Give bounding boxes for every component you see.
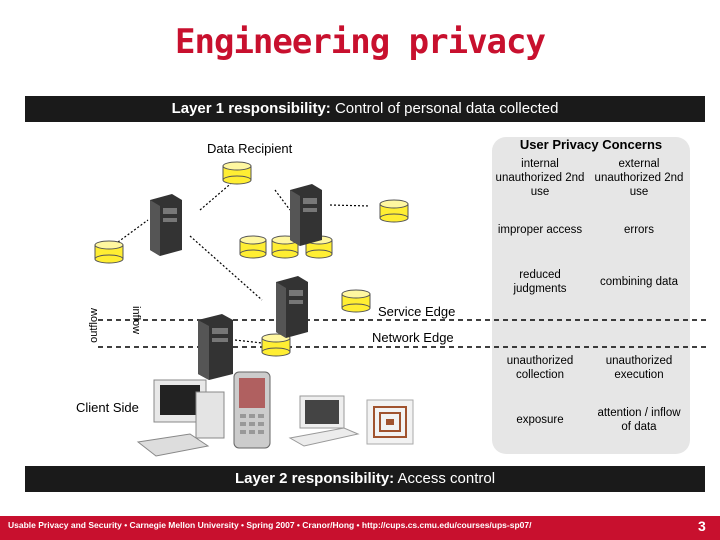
- concern-exposure: exposure: [516, 414, 564, 426]
- service-edge-label: Service Edge: [378, 304, 456, 319]
- concern-external-2nd-use: external unauthorized 2nd use: [594, 158, 684, 198]
- footer-bar: [0, 516, 720, 540]
- inflow-label: inflow: [130, 306, 142, 335]
- layer2-banner: Layer 2 responsibility: Access control: [25, 466, 705, 492]
- layer2-text: Access control: [394, 470, 496, 487]
- arrow-e: [274, 189, 291, 211]
- network-edge-label: Network Edge: [372, 330, 454, 345]
- concern-internal-2nd-use: internal unauthorized 2nd use: [495, 158, 585, 198]
- rfid-tag-icon: [366, 399, 414, 445]
- server-icon: [150, 194, 182, 256]
- data-recipient-label: Data Recipient: [207, 141, 293, 156]
- concern-attention-inflow: attention / inflow of data: [597, 407, 681, 433]
- layer1-bold: Layer 1 responsibility:: [171, 100, 331, 117]
- arrow-a: [199, 179, 236, 211]
- database-icon: [239, 235, 267, 259]
- desktop-computer-icon: [136, 379, 225, 457]
- arrow-b: [117, 219, 149, 243]
- concern-reduced-judgments: reduced judgments: [513, 269, 567, 295]
- layer1-banner: Layer 1 responsibility: Control of perso…: [25, 96, 705, 122]
- concern-unauthorized-execution: unauthorized execution: [605, 355, 673, 381]
- concern-unauthorized-collection: unauthorized collection: [506, 355, 574, 381]
- mobile-phone-icon: [233, 371, 271, 449]
- concern-improper-access: improper access: [497, 224, 583, 236]
- server-icon: [198, 314, 233, 380]
- database-icon: [271, 235, 299, 259]
- server-icon: [276, 276, 308, 338]
- concern-combining-data: combining data: [600, 276, 678, 288]
- database-icon: [341, 289, 371, 313]
- client-side-label: Client Side: [76, 400, 139, 415]
- arrow-c: [189, 235, 263, 301]
- outflow-label: outflow: [88, 308, 100, 343]
- arrow-d: [329, 204, 371, 207]
- page-number: 3: [698, 518, 706, 534]
- database-icon: [94, 240, 124, 264]
- database-icon: [222, 161, 252, 185]
- concerns-panel: [492, 137, 690, 454]
- footer-text: Usable Privacy and Security • Carnegie M…: [8, 520, 532, 530]
- layer2-bold: Layer 2 responsibility:: [234, 470, 395, 487]
- laptop-icon: [288, 395, 360, 447]
- concerns-title: User Privacy Concerns: [519, 137, 663, 152]
- arrow-f: [234, 339, 263, 344]
- slide-title: Engineering privacy: [175, 22, 546, 62]
- server-icon: [290, 184, 322, 246]
- concern-errors: errors: [623, 224, 655, 236]
- layer1-text: Control of personal data collected: [330, 100, 559, 117]
- database-icon: [379, 199, 409, 223]
